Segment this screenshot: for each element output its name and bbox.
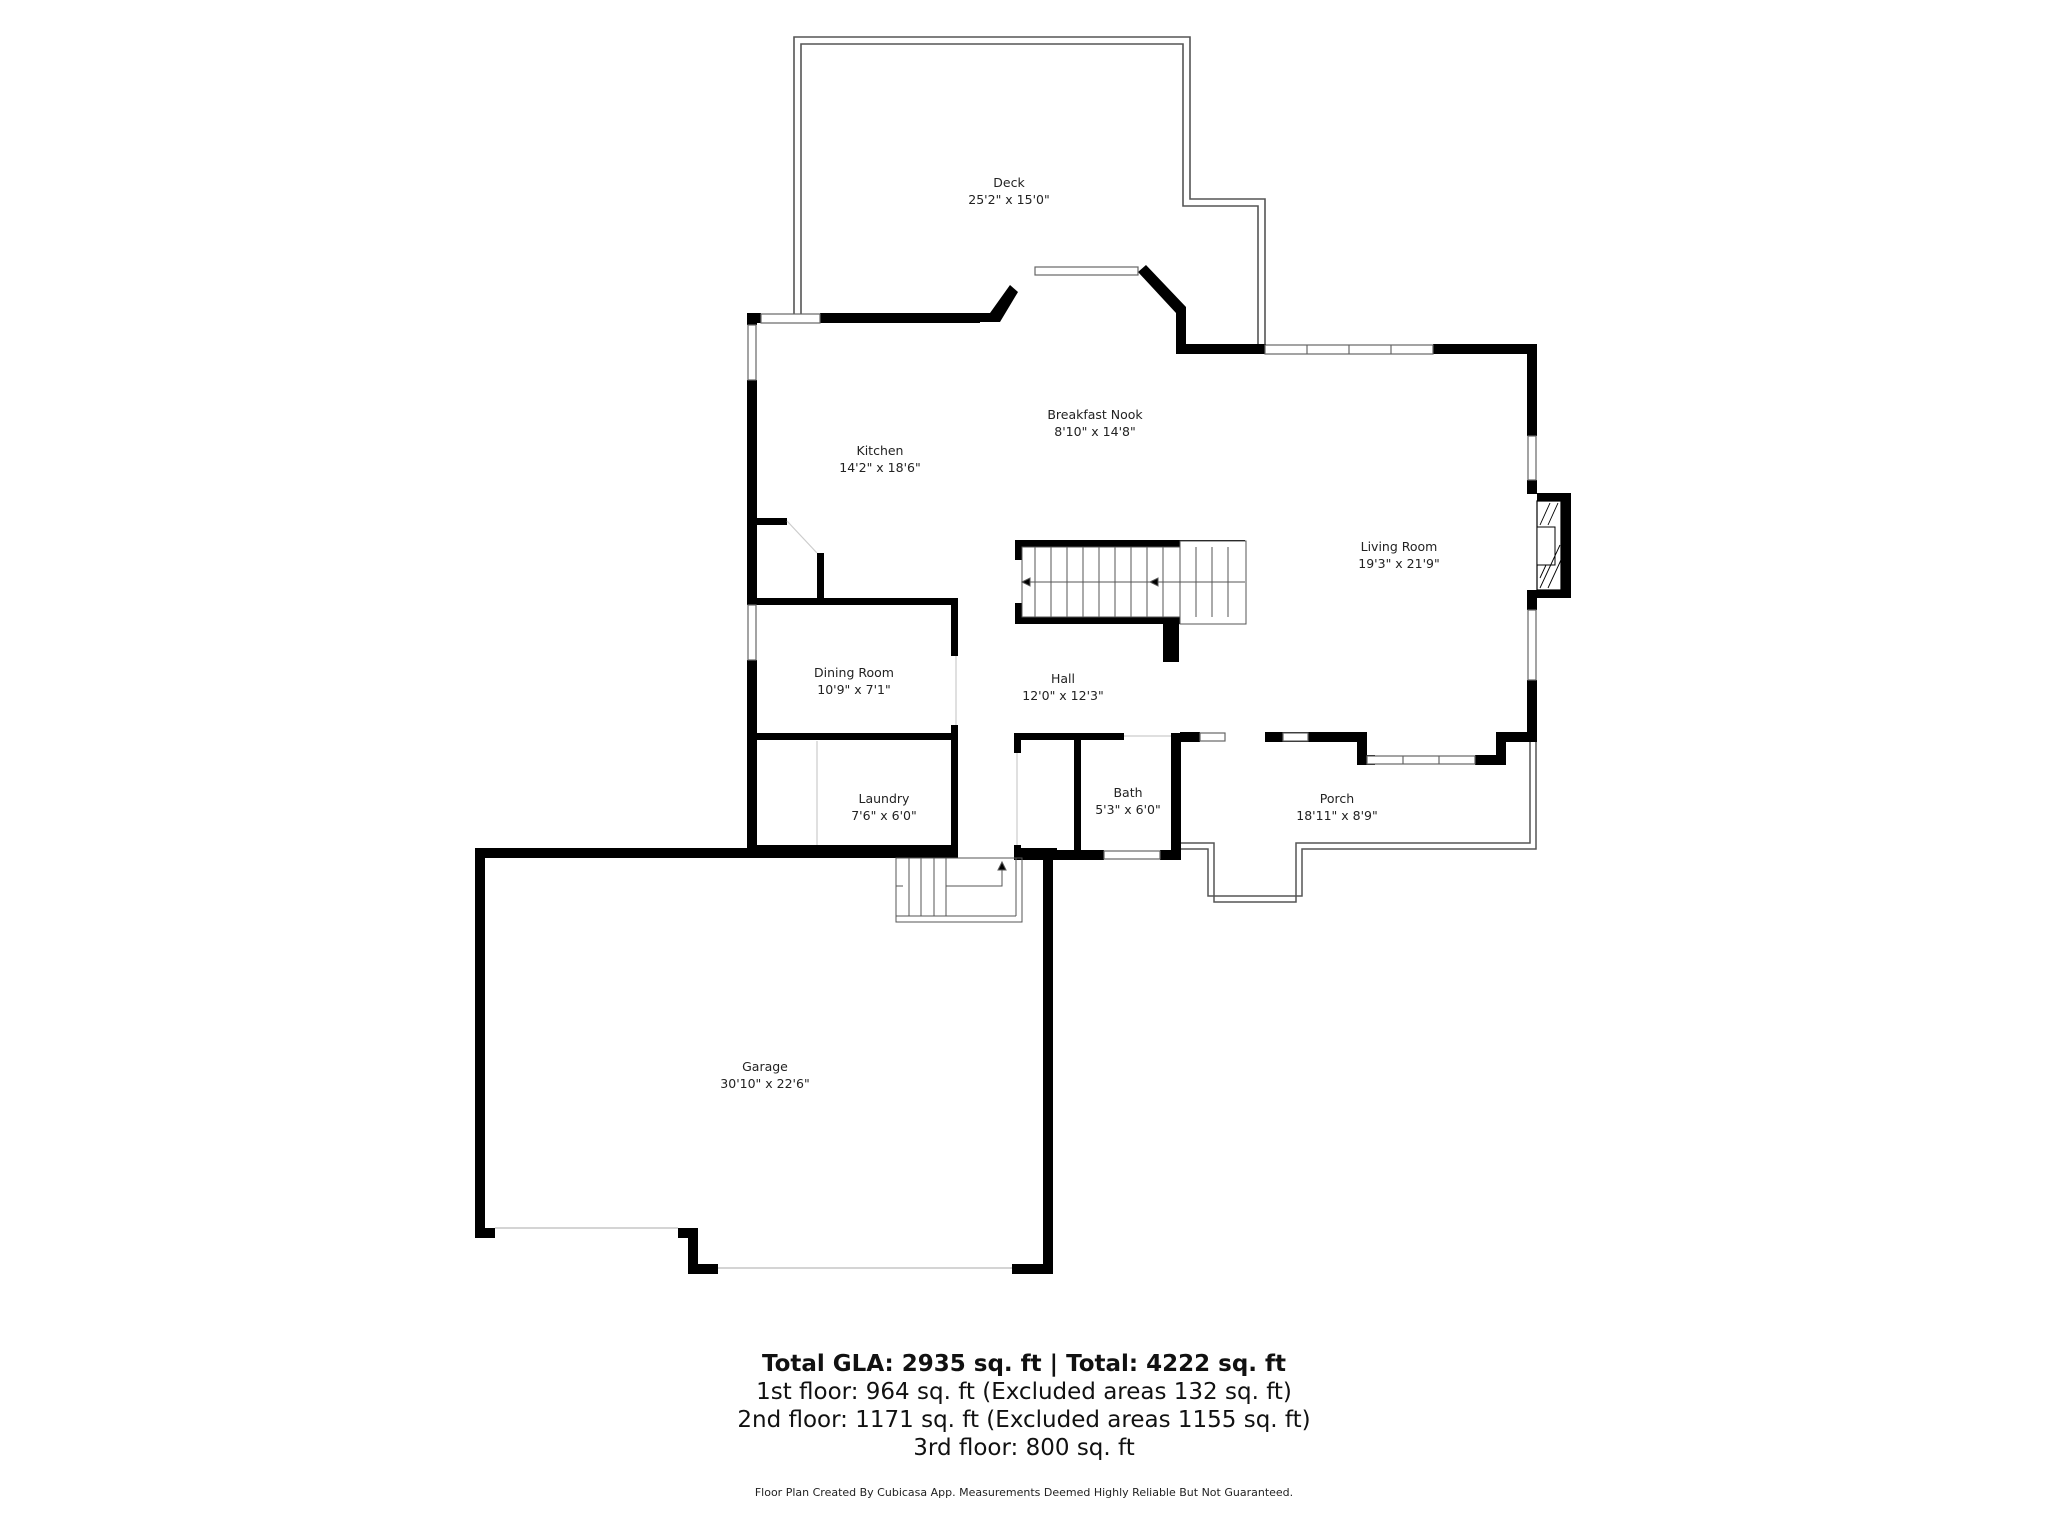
interior-openings: [786, 520, 1171, 845]
deck-outline: [793, 36, 1266, 350]
exterior-walls: [475, 265, 1571, 1274]
room-dimensions: 30'10" x 22'6": [720, 1076, 810, 1091]
porch-outline: [1181, 742, 1537, 903]
room-dimensions: 25'2" x 15'0": [968, 192, 1050, 207]
room-name: Kitchen: [856, 443, 904, 458]
main-stairs: [1020, 540, 1247, 625]
floor-2-area: 2nd floor: 1171 sq. ft (Excluded areas 1…: [737, 1407, 1311, 1433]
floor-1-area: 1st floor: 964 sq. ft (Excluded areas 13…: [756, 1379, 1292, 1405]
disclaimer: Floor Plan Created By Cubicasa App. Meas…: [754, 1486, 1294, 1499]
room-name: Porch: [1319, 791, 1355, 806]
floor-3-area: 3rd floor: 800 sq. ft: [913, 1435, 1135, 1461]
fireplace: [1536, 500, 1562, 591]
room-name: Laundry: [858, 791, 910, 806]
total-area: Total GLA: 2935 sq. ft | Total: 4222 sq.…: [761, 1351, 1287, 1377]
room-name: Breakfast Nook: [1047, 407, 1143, 422]
room-label-bath: Bath 5'3" x 6'0": [1095, 784, 1161, 818]
room-label-breakfast-nook: Breakfast Nook 8'10" x 14'8": [1047, 406, 1142, 440]
room-name: Deck: [993, 175, 1025, 190]
room-name: Garage: [742, 1059, 788, 1074]
room-label-living-room: Living Room 19'3" x 21'9": [1358, 538, 1439, 572]
garage-stairs: [895, 857, 1023, 923]
room-name: Hall: [1050, 671, 1075, 686]
room-label-hall: Hall 12'0" x 12'3": [1022, 670, 1103, 704]
garage-doors: [495, 1227, 1012, 1269]
room-dimensions: 7'6" x 6'0": [851, 808, 917, 823]
windows: [747, 266, 1537, 860]
room-label-kitchen: Kitchen 14'2" x 18'6": [839, 442, 920, 476]
room-name: Living Room: [1360, 539, 1438, 554]
room-dimensions: 19'3" x 21'9": [1358, 556, 1440, 571]
room-label-porch: Porch 18'11" x 8'9": [1296, 790, 1377, 824]
room-label-garage: Garage 30'10" x 22'6": [720, 1058, 809, 1092]
room-dimensions: 8'10" x 14'8": [1054, 424, 1136, 439]
area-summary: Total GLA: 2935 sq. ft | Total: 4222 sq.…: [0, 1350, 2048, 1462]
room-label-deck: Deck 25'2" x 15'0": [968, 174, 1049, 208]
room-dimensions: 10'9" x 7'1": [817, 682, 891, 697]
room-name: Dining Room: [814, 665, 894, 680]
room-dimensions: 5'3" x 6'0": [1095, 802, 1161, 817]
room-label-laundry: Laundry 7'6" x 6'0": [851, 790, 917, 824]
room-label-dining-room: Dining Room 10'9" x 7'1": [814, 664, 894, 698]
room-dimensions: 12'0" x 12'3": [1022, 688, 1104, 703]
room-name: Bath: [1113, 785, 1143, 800]
room-dimensions: 14'2" x 18'6": [839, 460, 921, 475]
room-dimensions: 18'11" x 8'9": [1296, 808, 1378, 823]
